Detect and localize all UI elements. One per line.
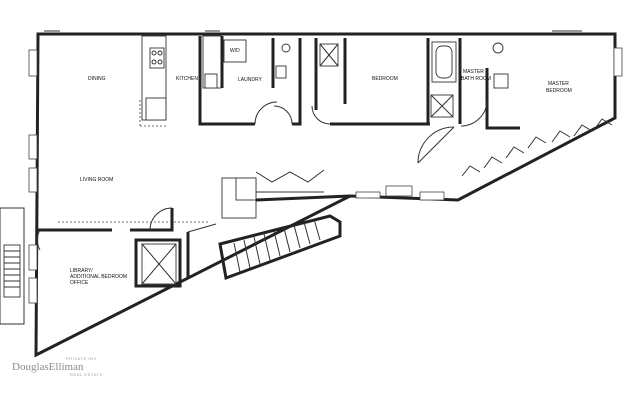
door-swings: [254, 99, 488, 164]
brand-line-1: PRIVATE INV: [66, 356, 97, 361]
library-label-2: ADDITIONAL BEDROOM: [70, 274, 127, 280]
bedroom-label: BEDROOM: [372, 76, 398, 82]
exterior-stair: [0, 207, 25, 325]
bottom-windows: [355, 185, 445, 201]
staircase: [218, 214, 342, 281]
wd-label: W/D: [230, 48, 240, 54]
shaft: [319, 43, 339, 67]
brand-name: DouglasElliman: [12, 361, 84, 373]
bath-fixtures: [430, 41, 509, 118]
interior-walls-north: [198, 36, 520, 130]
library-label-3: OFFICE: [70, 280, 89, 286]
outer-wall: [34, 32, 617, 358]
elevator: [134, 238, 182, 288]
central-closets: [221, 169, 351, 219]
brand-line-2: REAL ESTATE: [70, 372, 103, 377]
laundry-toilet: [281, 43, 291, 53]
laundry-sink: [275, 65, 287, 79]
left-windows: [28, 49, 38, 304]
master-bedroom-label-1: MASTER: [548, 81, 569, 87]
master-bedroom-label-2: BEDROOM: [546, 88, 572, 94]
diagonal-windows: [461, 118, 613, 177]
brand-logo: DouglasElliman PRIVATE INV REAL ESTATE: [12, 356, 103, 377]
kitchen-label: KITCHEN: [176, 76, 198, 82]
library-walls: [36, 207, 217, 278]
master-bath-label-1: MASTER: [463, 69, 484, 75]
library-label-1: LIBRARY/: [70, 268, 93, 274]
wd-closet: [223, 39, 247, 63]
laundry-label: LAUNDRY: [238, 77, 262, 83]
right-windows: [613, 47, 623, 77]
living-room-label: LIVING ROOM: [80, 177, 113, 183]
master-bath-label-2: BATH ROOM: [461, 76, 491, 82]
dining-label: DINING: [88, 76, 106, 82]
kitchen-fixtures: [139, 35, 222, 127]
